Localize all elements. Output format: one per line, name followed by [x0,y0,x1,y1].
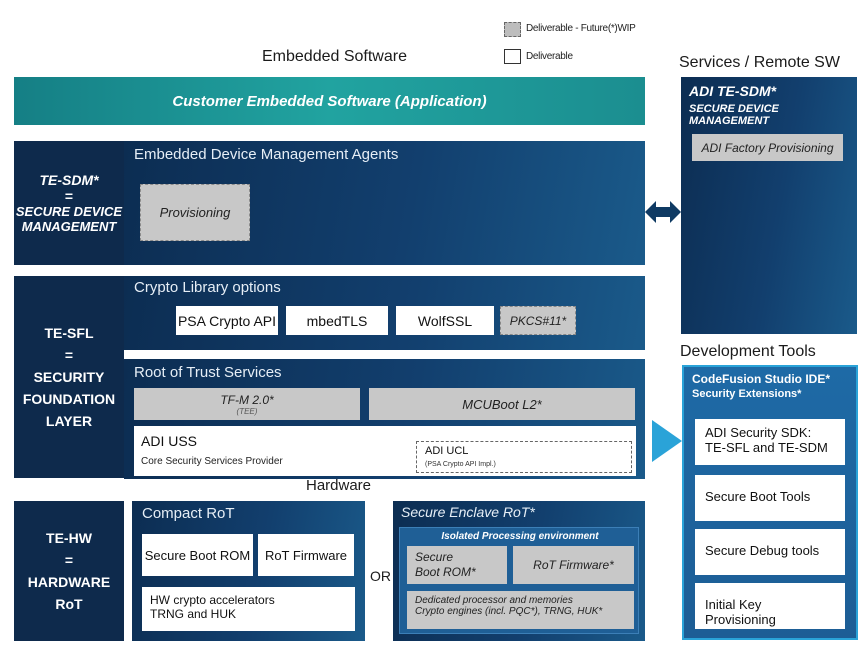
dev-tool-label: TE-SFL and TE-SDM [705,440,828,455]
crypto-option-wolfssl: WolfSSL [396,306,494,335]
te-sdm-side: TE-SDM* = SECURE DEVICE MANAGEMENT [14,141,124,265]
rot-firmware-box: RoT Firmware [258,534,354,576]
enclave-boot-rom-box: Secure Boot ROM* [407,546,507,584]
te-sfl-line3: SECURITY [33,369,105,385]
te-sdm-line4: MANAGEMENT [21,219,117,234]
crypto-title: Crypto Library options [134,279,281,296]
enclave-boot-line2: Boot ROM* [415,565,476,579]
mcuboot-label: MCUBoot L2* [462,396,542,412]
isolated-env-box: Isolated Processing environment Secure B… [399,527,639,634]
uss-sub: Core Security Services Provider [141,456,283,467]
te-sfl-line5: LAYER [45,413,93,429]
compact-rot-title: Compact RoT [142,505,235,522]
ucl-sub: (PSA Crypto API Impl.) [425,461,496,468]
customer-app-bar: Customer Embedded Software (Application) [14,77,645,125]
dedicated-box: Dedicated processor and memories Crypto … [407,591,634,629]
dev-tool-label: Initial Key Provisioning [705,597,776,627]
double-arrow-icon [645,201,681,223]
crypto-option-mbedtls: mbedTLS [286,306,388,335]
agents-title: Embedded Device Management Agents [134,146,399,163]
ucl-label: ADI UCL [425,445,469,457]
legend-deliverable-swatch [504,49,521,64]
te-hw-side: TE-HW = HARDWARE RoT [14,501,124,641]
te-sfl-line4: FOUNDATION [22,391,116,407]
hw-crypto-line1: HW crypto accelerators [150,593,275,607]
dev-tool-secure-debug: Secure Debug tools [695,529,845,575]
crypto-option-pkcs11: PKCS#11* [500,306,576,335]
tfm-label: TF-M 2.0* [220,392,274,407]
tfm-sub: (TEE) [236,406,258,416]
dev-tool-label: Secure Debug tools [705,543,820,558]
te-sdm-panel: Embedded Device Management Agents Provis… [124,141,645,265]
heading-embedded-software: Embedded Software [262,48,407,65]
enclave-rot-fw-label: RoT Firmware* [533,558,614,572]
te-sdm-line3: SECURE DEVICE [15,204,123,219]
crypto-option-label: PSA Crypto API [177,312,277,329]
te-sfl-side: TE-SFL = SECURITY FOUNDATION LAYER [14,276,124,478]
dev-tool-key-provisioning: Initial Key Provisioning [695,583,845,629]
legend-future-swatch [504,22,521,37]
mcuboot-box: MCUBoot L2* [369,388,635,420]
isolated-env-label: Isolated Processing environment [441,531,599,542]
dev-tool-security-sdk: ADI Security SDK: TE-SFL and TE-SDM [695,419,845,465]
factory-provisioning-label: ADI Factory Provisioning [701,140,834,155]
te-sfl-line2: = [64,347,74,363]
or-label: OR [370,568,391,584]
heading-hardware: Hardware [306,477,372,494]
legend-future-label: Deliverable - Future(*)WIP [526,23,636,34]
hw-crypto-box: HW crypto accelerators TRNG and HUK [142,587,355,631]
uss-box: ADI USS Core Security Services Provider … [134,426,636,476]
legend-deliverable-label: Deliverable [526,51,573,62]
dev-tools-title: CodeFusion Studio IDE* [692,372,830,386]
crypto-option-label: WolfSSL [417,312,473,329]
rot-services-panel: Root of Trust Services TF-M 2.0* (TEE) M… [124,359,645,479]
dedicated-line2: Crypto engines (incl. PQC*), TRNG, HUK* [415,606,603,617]
heading-services: Services / Remote SW [679,54,840,71]
te-sdm-line2: = [64,188,74,204]
dedicated-line1: Dedicated processor and memories [415,595,573,606]
secure-boot-rom-box: Secure Boot ROM [142,534,253,576]
customer-app-label: Customer Embedded Software (Application) [172,92,487,110]
te-sfl-line1: TE-SFL [44,325,94,341]
ucl-box: ADI UCL (PSA Crypto API Impl.) [416,441,632,473]
provisioning-label: Provisioning [159,205,231,220]
services-panel: ADI TE-SDM* SECURE DEVICE MANAGEMENT ADI… [681,77,857,334]
te-hw-line1: TE-HW [46,530,92,546]
dev-tool-secure-boot: Secure Boot Tools [695,475,845,521]
factory-provisioning-box: ADI Factory Provisioning [692,134,843,161]
crypto-option-psa: PSA Crypto API [176,306,278,335]
te-hw-line4: RoT [55,596,83,612]
services-title: ADI TE-SDM* [689,83,777,99]
hw-crypto-line2: TRNG and HUK [150,607,237,621]
secure-enclave-panel: Secure Enclave RoT* Isolated Processing … [393,501,645,641]
compact-rot-panel: Compact RoT Secure Boot ROM RoT Firmware… [132,501,365,641]
heading-development-tools: Development Tools [680,343,816,360]
dev-tools-subtitle: Security Extensions* [692,388,802,400]
dev-tool-label: ADI Security SDK: [705,425,812,440]
tfm-box: TF-M 2.0* (TEE) [134,388,360,420]
rot-firmware-label: RoT Firmware [264,547,348,563]
te-hw-line2: = [64,552,74,568]
dev-tools-panel: CodeFusion Studio IDE* Security Extensio… [682,365,858,640]
uss-label: ADI USS [141,433,198,449]
dev-tool-label: Secure Boot Tools [705,489,811,504]
enclave-boot-line1: Secure [415,550,454,564]
enclave-rot-firmware-box: RoT Firmware* [513,546,634,584]
crypto-option-label: PKCS#11* [509,313,567,328]
te-sdm-line1: TE-SDM* [39,172,99,188]
secure-boot-rom-label: Secure Boot ROM [144,547,251,563]
provisioning-box: Provisioning [140,184,250,241]
secure-enclave-title: Secure Enclave RoT* [401,504,535,520]
triangle-arrow-icon [652,420,682,462]
crypto-option-label: mbedTLS [306,312,368,329]
rot-title: Root of Trust Services [134,364,282,381]
services-subtitle: SECURE DEVICE MANAGEMENT [689,103,779,127]
crypto-panel: Crypto Library options PSA Crypto API mb… [124,276,645,350]
te-hw-line3: HARDWARE [27,574,111,590]
